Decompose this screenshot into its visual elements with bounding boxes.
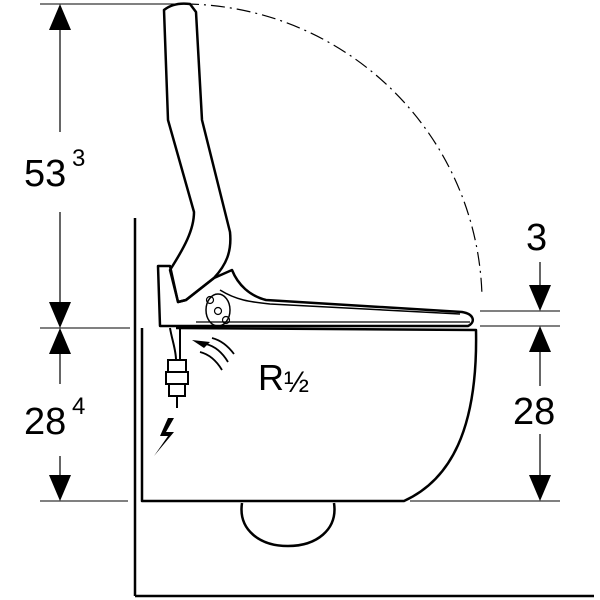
seat-unit xyxy=(156,2,475,328)
water-connection-main: R xyxy=(258,357,284,398)
lid-swing-arc xyxy=(184,3,483,297)
power-connector-icon xyxy=(165,327,189,408)
bowl-outlet xyxy=(240,502,336,548)
bowl-height-left-sup: 4 xyxy=(72,393,85,420)
lid-height-sup: 3 xyxy=(72,145,85,172)
toilet-bowl xyxy=(140,326,478,548)
dimension-seat-gap: 3 xyxy=(526,217,551,311)
bowl-height-left-value: 28 xyxy=(24,401,66,443)
lid xyxy=(162,2,232,304)
dimension-bowl-height-left: 28 4 xyxy=(24,328,85,501)
water-connection-label: R ½ xyxy=(258,357,309,399)
water-inlet-icon xyxy=(192,337,235,371)
wall-and-floor xyxy=(133,218,594,598)
control-buttons-icon xyxy=(205,293,231,327)
bowl-height-right-value: 28 xyxy=(513,391,555,433)
seat-gap-value: 3 xyxy=(526,217,547,259)
seat-top xyxy=(219,289,461,315)
housing xyxy=(156,264,475,328)
dimension-bowl-height-right: 28 xyxy=(513,326,555,501)
water-connection-fraction: ½ xyxy=(284,366,309,399)
extension-lines xyxy=(40,3,560,502)
dimension-lid-height: 53 3 xyxy=(24,4,85,328)
electric-bolt-icon xyxy=(154,418,174,456)
bowl-body xyxy=(140,326,478,503)
lid-height-value: 53 xyxy=(24,153,66,195)
